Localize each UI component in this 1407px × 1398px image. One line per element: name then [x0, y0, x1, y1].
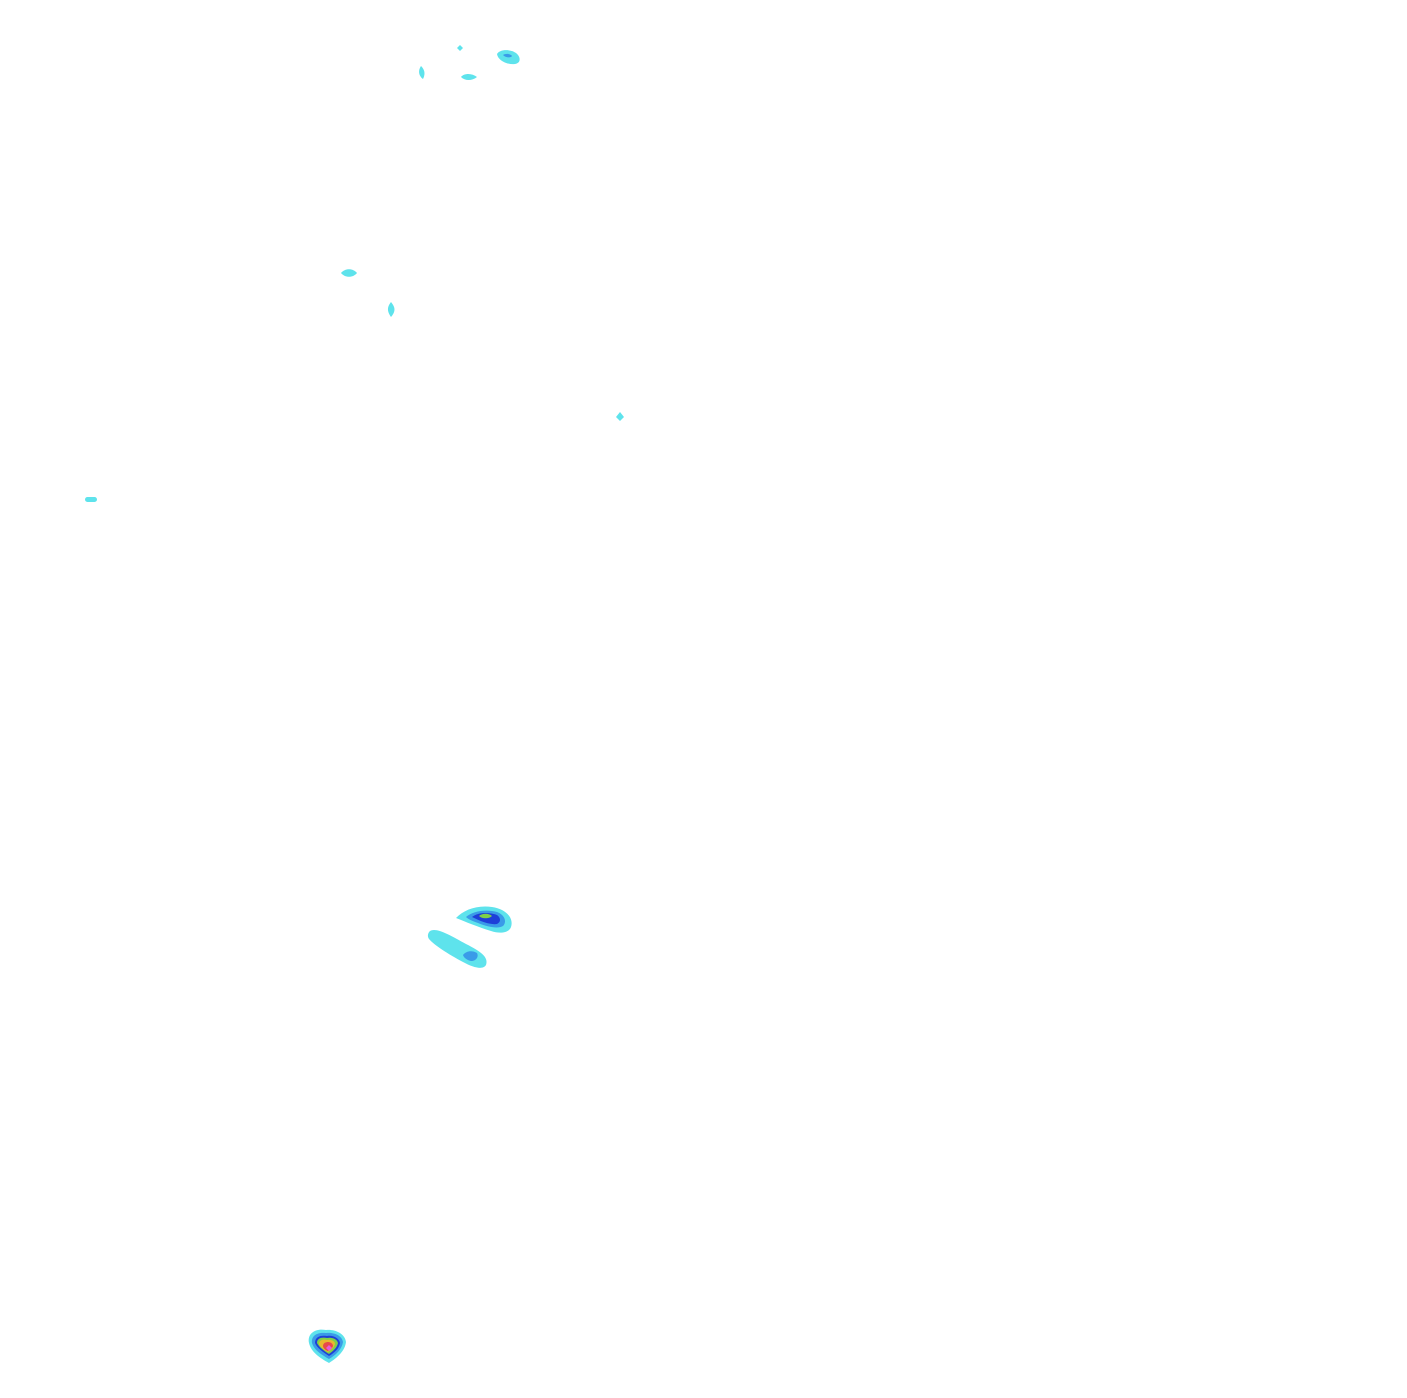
contour-top-right-inner — [503, 53, 512, 58]
blob-isolated — [85, 412, 624, 502]
blob-bottom-peak — [308, 1329, 346, 1363]
contour-bottom-l7 — [326, 1345, 332, 1351]
blob-upper-middle — [341, 269, 395, 317]
contour-top-small-diamond — [457, 45, 463, 51]
contour-lower-streak-outer — [427, 929, 487, 968]
contour-lower-upper-inner — [472, 912, 500, 925]
contour-lower-streak-inner — [463, 951, 478, 961]
blob-lower-cluster — [427, 906, 512, 968]
contour-top-left-drop — [419, 66, 425, 79]
contour-upper-lens — [341, 269, 357, 277]
contour-lower-upper-core — [479, 913, 492, 919]
contour-center-diamond — [616, 412, 624, 421]
blob-top-cluster — [419, 45, 520, 80]
contour-left-bar — [85, 497, 97, 502]
contour-top-middle-lens — [461, 74, 477, 80]
contour-upper-drop — [387, 302, 395, 317]
